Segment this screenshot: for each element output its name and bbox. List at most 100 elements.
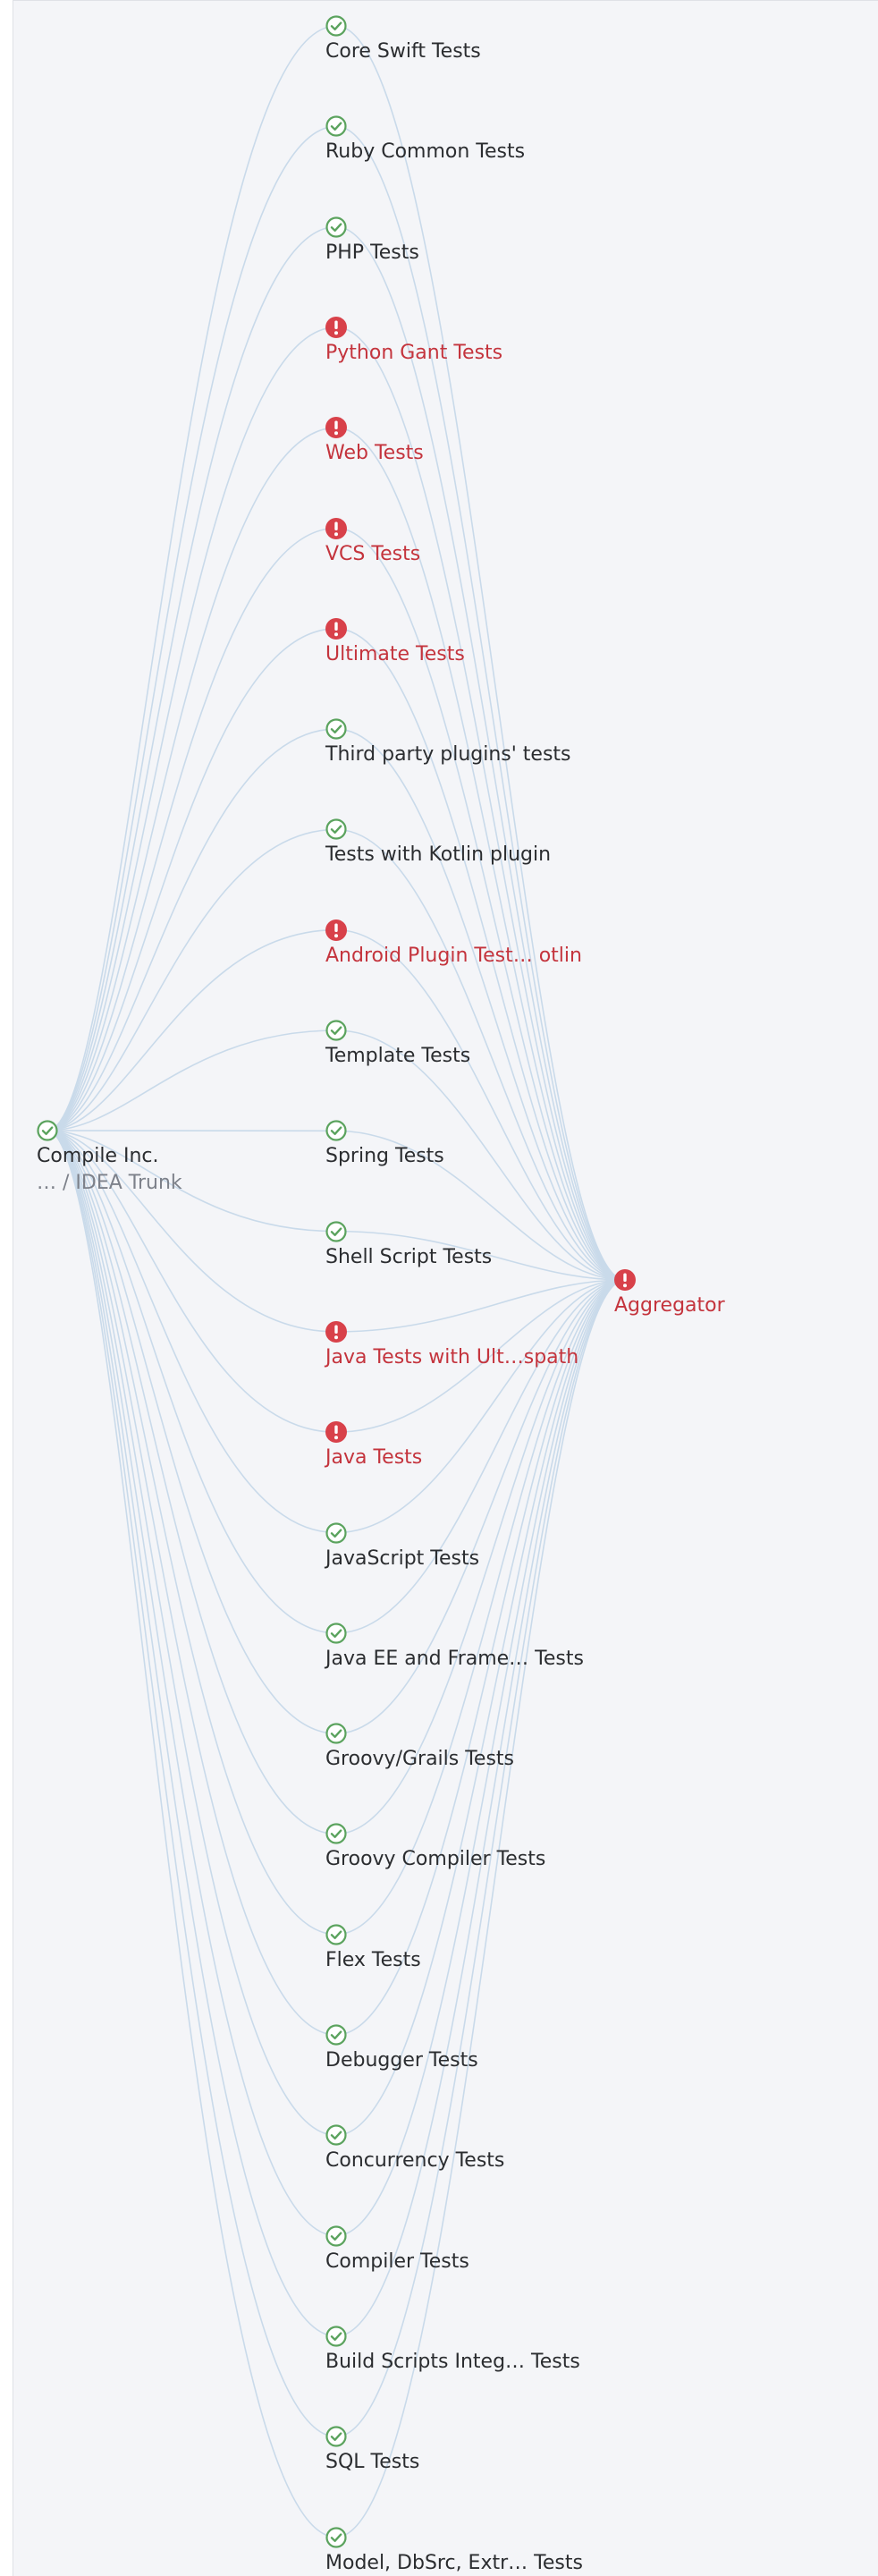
check-circle-icon: [325, 2024, 347, 2046]
edge-source-to-test: [46, 1130, 337, 1936]
test-build-label[interactable]: Groovy/Grails Tests: [325, 1748, 515, 1771]
edge-test-to-aggregator: [335, 1279, 626, 2036]
edge-source-to-test: [46, 1030, 337, 1131]
exclamation-circle-icon: [325, 919, 347, 941]
edge-test-to-aggregator: [335, 628, 626, 1281]
edge-test-to-aggregator: [335, 1279, 626, 1433]
check-circle-icon: [325, 1723, 347, 1744]
edge-test-to-aggregator: [335, 1279, 626, 1634]
edge-test-to-aggregator: [335, 225, 626, 1281]
test-build-label[interactable]: VCS Tests: [325, 542, 421, 565]
test-build-label[interactable]: Java Tests with Ult…spath: [325, 1345, 579, 1368]
source-build-label[interactable]: Compile Inc.: [37, 1145, 159, 1167]
edge-source-to-test: [46, 1130, 337, 1233]
test-build-label[interactable]: Tests with Kotlin plugin: [325, 843, 552, 867]
edge-source-to-test: [46, 928, 337, 1131]
test-build-label[interactable]: Android Plugin Test… otlin: [325, 944, 582, 967]
test-build-label[interactable]: Python Gant Tests: [325, 341, 503, 364]
edge-source-to-test: [46, 728, 337, 1131]
test-build-label[interactable]: Concurrency Tests: [325, 2149, 505, 2173]
edge-test-to-aggregator: [335, 1279, 626, 2437]
edge-test-to-aggregator: [335, 1279, 626, 1936]
check-circle-icon: [325, 1120, 347, 1141]
check-circle-icon: [325, 2224, 347, 2247]
edge-source-to-test: [46, 1130, 337, 2137]
build-chain-graph: Compile Inc. … / IDEA Trunk Core Swift T…: [13, 0, 878, 2576]
edge-test-to-aggregator: [335, 728, 626, 1281]
test-build-label[interactable]: Build Scripts Integ… Tests: [325, 2350, 580, 2373]
edge-source-to-test: [46, 527, 337, 1131]
edge-test-to-aggregator: [335, 1279, 626, 2137]
edge-test-to-aggregator: [335, 326, 626, 1281]
test-build-label[interactable]: Template Tests: [325, 1045, 471, 1067]
check-circle-icon: [325, 1924, 347, 1945]
edge-source-to-test: [46, 1130, 337, 2237]
edge-source-to-test: [46, 828, 337, 1131]
exclamation-circle-icon: [325, 1421, 347, 1444]
check-circle-icon: [325, 2526, 347, 2548]
edge-test-to-aggregator: [335, 1279, 626, 2538]
edge-test-to-aggregator: [335, 1279, 626, 2337]
test-build-label[interactable]: PHP Tests: [325, 241, 419, 264]
edge-test-to-aggregator: [335, 527, 626, 1281]
check-circle-icon: [325, 818, 347, 840]
edge-source-to-test: [46, 1130, 337, 1333]
check-circle-icon: [325, 718, 347, 740]
test-build-label[interactable]: Third party plugins' tests: [325, 743, 571, 767]
edge-source-to-test: [46, 125, 337, 1131]
edge-source-to-test: [46, 1130, 337, 2538]
test-build-label[interactable]: Spring Tests: [325, 1145, 444, 1168]
edge-test-to-aggregator: [335, 1230, 626, 1281]
edge-source-to-test: [46, 1130, 337, 1734]
edge-test-to-aggregator: [335, 1279, 626, 1734]
check-circle-icon: [325, 115, 347, 137]
test-build-label[interactable]: Java EE and Frame… Tests: [325, 1647, 584, 1670]
edge-source-to-test: [46, 628, 337, 1131]
check-circle-icon: [325, 2124, 347, 2146]
test-build-label[interactable]: Groovy Compiler Tests: [325, 1848, 546, 1871]
check-circle-icon: [325, 1020, 347, 1041]
edge-source-to-test: [46, 225, 337, 1131]
test-build-label[interactable]: Model, DbSrc, Extr… Tests: [325, 2551, 583, 2574]
edge-test-to-aggregator: [335, 828, 626, 1281]
test-build-label[interactable]: Ultimate Tests: [325, 642, 465, 665]
edge-test-to-aggregator: [335, 25, 626, 1281]
edge-source-to-test: [46, 1130, 337, 2036]
edge-source-to-test: [46, 427, 337, 1131]
test-build-label[interactable]: SQL Tests: [325, 2451, 420, 2474]
exclamation-circle-icon: [325, 1320, 347, 1343]
test-build-label[interactable]: Flex Tests: [325, 1948, 421, 1971]
test-build-label[interactable]: Core Swift Tests: [325, 40, 481, 63]
edge-source-to-test: [46, 326, 337, 1131]
exclamation-circle-icon: [325, 417, 347, 439]
edge-test-to-aggregator: [335, 1279, 626, 1333]
test-build-label[interactable]: JavaScript Tests: [325, 1546, 480, 1570]
test-build-label[interactable]: Shell Script Tests: [325, 1245, 493, 1268]
edge-test-to-aggregator: [335, 928, 626, 1281]
edge-source-to-test: [46, 1130, 337, 1433]
edge-test-to-aggregator: [335, 1279, 626, 1835]
source-build-path: … / IDEA Trunk: [37, 1172, 182, 1194]
check-circle-icon: [325, 2426, 347, 2447]
edge-source-to-test: [46, 1130, 337, 2437]
edge-source-to-test: [46, 1130, 337, 2337]
exclamation-circle-icon: [325, 517, 347, 539]
check-circle-icon: [325, 1220, 347, 1242]
edge-test-to-aggregator: [335, 1279, 626, 1534]
check-circle-icon: [325, 1521, 347, 1544]
test-build-label[interactable]: Compiler Tests: [325, 2250, 469, 2273]
check-circle-icon: [325, 15, 347, 37]
edge-source-to-test: [46, 25, 337, 1131]
edge-test-to-aggregator: [335, 125, 626, 1281]
test-build-label[interactable]: Ruby Common Tests: [325, 140, 526, 164]
check-circle-icon: [37, 1120, 58, 1141]
test-build-label[interactable]: Java Tests: [325, 1446, 423, 1470]
edge-source-to-test: [46, 1130, 337, 1534]
edge-source-to-test: [46, 1130, 337, 1835]
edge-source-to-test: [46, 1130, 337, 1634]
aggregator-build-label[interactable]: Aggregator: [614, 1294, 725, 1317]
test-build-label[interactable]: Web Tests: [325, 442, 424, 465]
exclamation-circle-icon: [614, 1269, 636, 1291]
exclamation-circle-icon: [325, 316, 347, 338]
test-build-label[interactable]: Debugger Tests: [325, 2049, 478, 2072]
